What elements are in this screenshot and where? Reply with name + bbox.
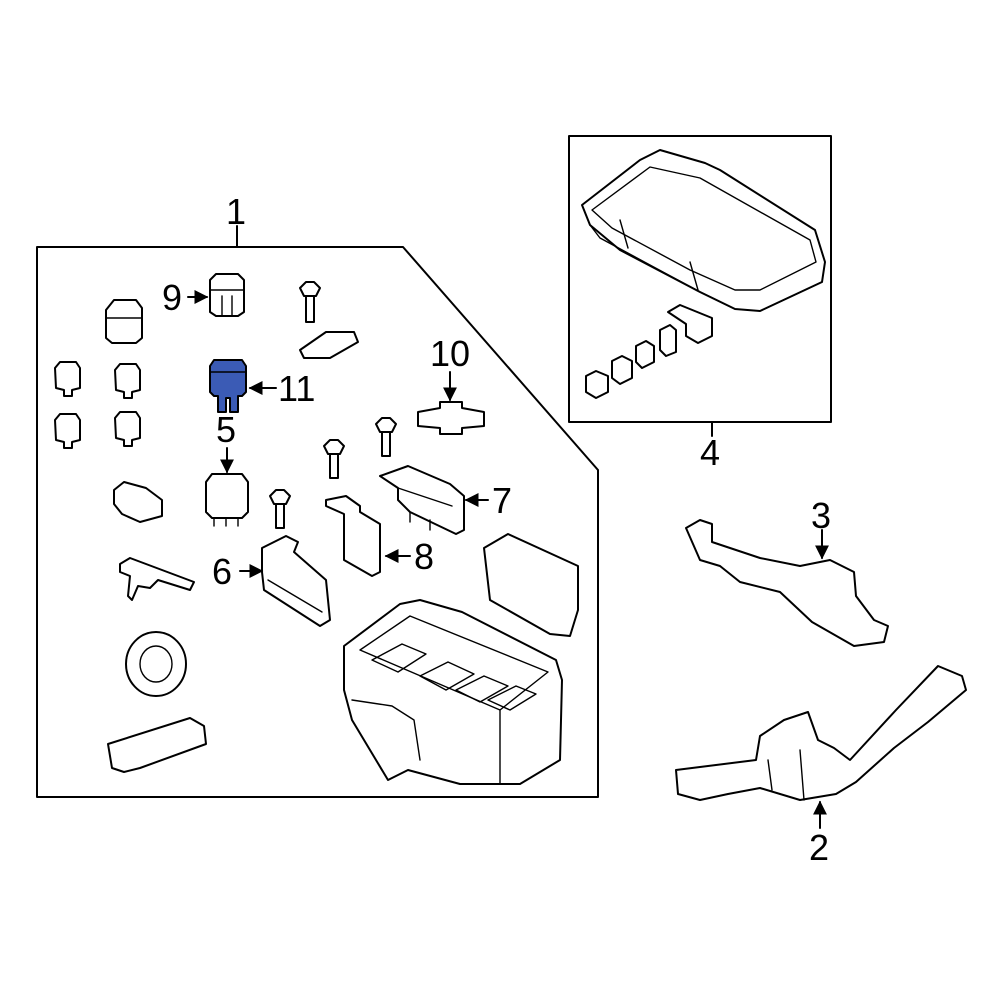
bracket-part-2 [675, 665, 967, 801]
terminal-strip-part [299, 331, 359, 359]
fuse-cap-part [105, 299, 143, 344]
fuse-box-cover-part [581, 149, 826, 399]
bus-bar-part [119, 557, 195, 601]
fuse-part-11-highlighted [209, 359, 247, 413]
side-cover-part [483, 533, 579, 637]
fuse-11-body [209, 359, 247, 413]
cover-plate-part-7 [379, 465, 465, 535]
cover-part-6 [261, 535, 331, 627]
clip-part [113, 481, 163, 523]
callout-5-label: 5 [216, 409, 236, 450]
callout-2-label: 2 [809, 827, 829, 868]
callout-10-label: 10 [430, 333, 470, 374]
group-1-frame [36, 246, 599, 798]
bracket-part-8 [325, 495, 381, 577]
relay-part-9 [209, 273, 245, 317]
group-4-frame [568, 135, 832, 423]
callout-3-label: 3 [811, 495, 831, 536]
callout-4-label: 4 [700, 432, 720, 473]
mini-fuses [54, 361, 141, 449]
callout-6-label: 6 [212, 551, 232, 592]
callout-7-label: 7 [492, 480, 512, 521]
connector-part-10 [417, 401, 485, 435]
callout-1-label: 1 [226, 191, 246, 232]
callout-9-label: 9 [162, 277, 182, 318]
callout-11-label: 11 [278, 368, 315, 409]
holder-part [107, 717, 207, 773]
relay-part-5 [205, 473, 249, 527]
grommet-part [125, 631, 187, 697]
fuse-box-base-part [343, 599, 563, 785]
bracket-part-3 [685, 519, 889, 647]
callout-8-label: 8 [414, 536, 434, 577]
bolt-parts [269, 281, 397, 529]
